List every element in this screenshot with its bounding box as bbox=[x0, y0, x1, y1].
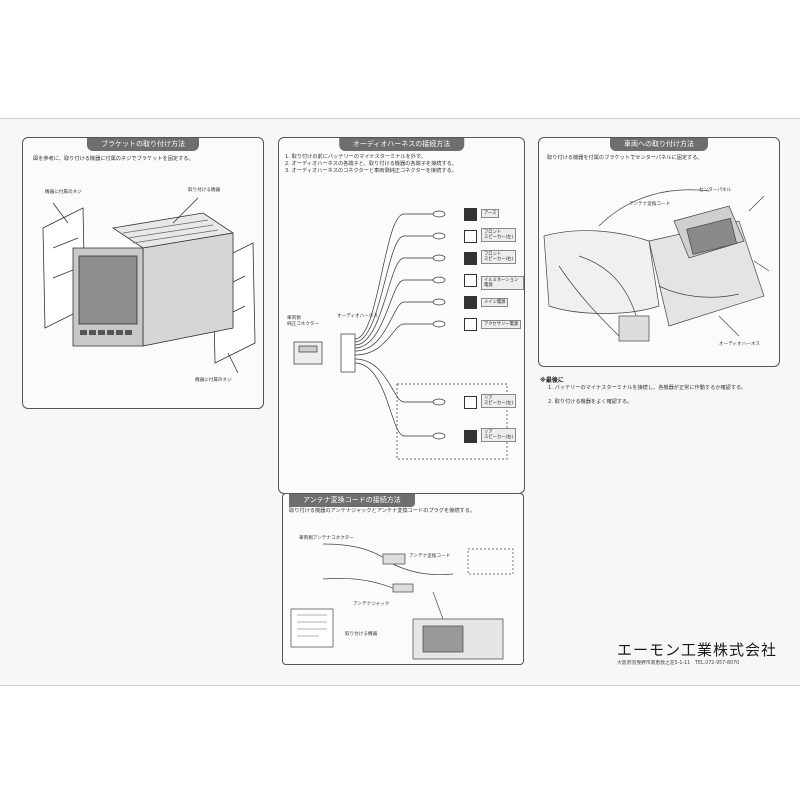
wire-label-acc: アクセサリー電源 bbox=[481, 320, 522, 329]
wire-label-rear-left: リア スピーカー(左) bbox=[481, 394, 517, 408]
notes-item-2: 2. 取り付ける機器をよく確認する。 bbox=[548, 399, 633, 405]
antenna-panel-title: アンテナ変換コードの接続方法 bbox=[289, 494, 415, 507]
bracket-panel: ブラケットの取り付け方法 図を参考に、取り付ける機器に付属のネジでブラケットを固… bbox=[22, 137, 264, 409]
wire-terminal-main-power bbox=[464, 296, 477, 309]
wire-label-ground: アース bbox=[481, 209, 500, 218]
vehicle-callout-antenna: アンテナ変換コード bbox=[629, 202, 671, 207]
bracket-callout-screw-left: 機器に付属のネジ bbox=[45, 190, 82, 195]
instruction-sheet: ブラケットの取り付け方法 図を参考に、取り付ける機器に付属のネジでブラケットを固… bbox=[0, 118, 800, 686]
antenna-callout-unit: 取り付ける機器 bbox=[345, 632, 378, 637]
notes-item-1: 1. バッテリーのマイナスターミナルを接続し、各機器が正常に作動するか確認する。 bbox=[548, 385, 747, 391]
antenna-callout-cord: アンテナ変換コード bbox=[409, 554, 451, 559]
wire-label-illumination: イルミネーション電源 bbox=[481, 276, 524, 290]
vehicle-panel: 車両への取り付け方法 取り付ける機器を付属のブラケットでセンターパネルに固定する… bbox=[538, 137, 780, 367]
antenna-callout-jack: アンテナジャック bbox=[353, 602, 390, 607]
bracket-callout-unit: 取り付ける機器 bbox=[188, 188, 221, 193]
vehicle-connector-label: 車両側 純正コネクター bbox=[287, 316, 319, 327]
antenna-callout-vehicle-connector: 車両側アンテナコネクター bbox=[299, 536, 354, 541]
harness-diagram bbox=[293, 210, 508, 460]
antenna-instruction: 取り付ける機器のアンテナジャックとアンテナ変換コードのプラグを接続する。 bbox=[289, 508, 476, 514]
wire-terminal-front-right bbox=[464, 252, 477, 265]
bracket-instruction: 図を参考に、取り付ける機器に付属のネジでブラケットを固定する。 bbox=[33, 156, 194, 162]
antenna-illustration bbox=[290, 543, 514, 660]
vehicle-instruction: 取り付ける機器を付属のブラケットでセンターパネルに固定する。 bbox=[547, 155, 703, 161]
antenna-panel: アンテナ変換コードの接続方法 取り付ける機器のアンテナジャックとアンテナ変換コー… bbox=[282, 493, 524, 665]
wire-label-front-right: フロント スピーカー(右) bbox=[481, 250, 517, 264]
wire-terminal-ground bbox=[464, 208, 477, 221]
vehicle-illustration bbox=[543, 189, 770, 342]
bracket-panel-title: ブラケットの取り付け方法 bbox=[87, 138, 199, 151]
wire-terminal-rear-left bbox=[464, 396, 477, 409]
notes-title: ※最後に bbox=[540, 377, 564, 384]
harness-step-1: 1. 取り付けの前にバッテリーのマイナスターミナルを外す。 bbox=[285, 154, 426, 160]
company-address: 大阪府羽曳野市南恵我之荘5-1-11 TEL.072-957-8070 bbox=[617, 661, 740, 666]
company-name: エーモン工業株式会社 bbox=[617, 641, 778, 659]
wire-label-main-power: メイン電源 bbox=[481, 298, 509, 307]
wire-terminal-front-left bbox=[464, 230, 477, 243]
wire-terminal-illumination bbox=[464, 274, 477, 287]
harness-step-3: 3. オーディオハーネスのコネクターと車両側純正コネクターを接続する。 bbox=[285, 168, 457, 174]
vehicle-callout-panel: センターパネル bbox=[699, 188, 732, 193]
harness-panel-title: オーディオハーネスの接続方法 bbox=[338, 138, 465, 151]
bracket-illustration bbox=[42, 197, 256, 374]
bracket-callout-screw-right: 機器に付属のネジ bbox=[195, 378, 232, 383]
vehicle-panel-title: 車両への取り付け方法 bbox=[610, 138, 708, 151]
wire-terminal-rear-right bbox=[464, 430, 477, 443]
wire-label-rear-right: リア スピーカー(右) bbox=[481, 428, 517, 442]
harness-step-2: 2. オーディオハーネスの各端子と、取り付ける機器の各端子を接続する。 bbox=[285, 161, 458, 167]
vehicle-callout-harness: オーディオハーネス bbox=[719, 342, 761, 347]
wire-terminal-acc bbox=[464, 318, 477, 331]
harness-panel: オーディオハーネスの接続方法 1. 取り付けの前にバッテリーのマイナスターミナル… bbox=[278, 137, 525, 494]
wire-label-front-left: フロント スピーカー(左) bbox=[481, 228, 517, 242]
harness-label: オーディオハーネス bbox=[337, 314, 379, 319]
